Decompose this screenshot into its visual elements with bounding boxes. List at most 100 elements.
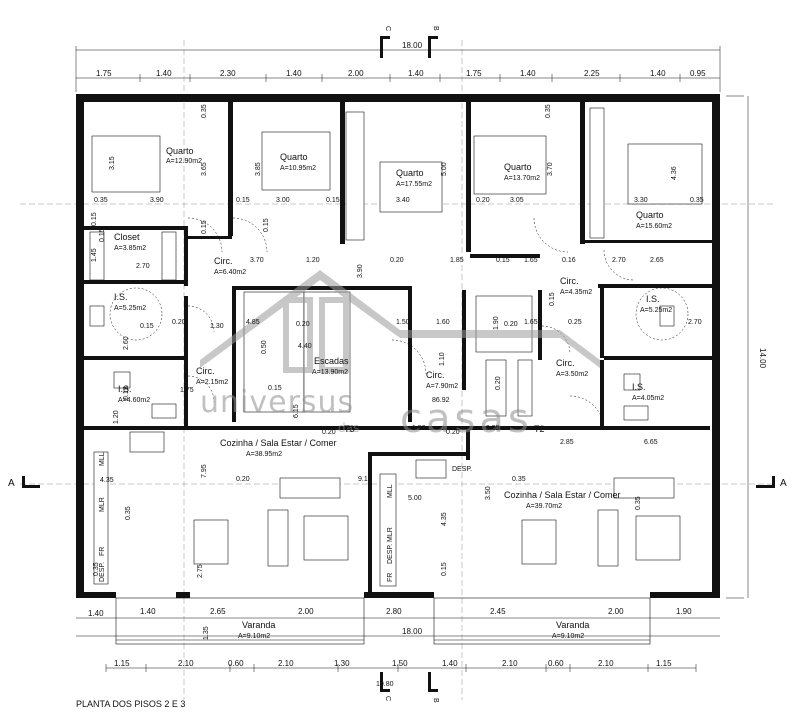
dim-bot1-7: 1.90 <box>676 607 692 616</box>
dim-bot2-1: 2.10 <box>178 659 194 668</box>
interior-dim-label: 0.15 <box>236 197 250 204</box>
section-c-top: C <box>384 26 391 31</box>
interior-dim-label: 1.10 <box>439 352 446 366</box>
room-name: I.S. <box>646 294 660 304</box>
section-c-bottom: C <box>384 696 391 701</box>
interior-dim-label: 1.60 <box>436 319 450 326</box>
interior-dim-label: 1.20 <box>306 257 320 264</box>
room-area: A=4.05m2 <box>632 395 664 402</box>
room-area: A=7.90m2 <box>426 383 458 390</box>
room-name: Quarto <box>504 162 532 172</box>
interior-dim-label: 3.05 <box>510 197 524 204</box>
dim-bot1-0: 1.40 <box>88 609 104 618</box>
interior-dim-label: 1.90 <box>493 316 500 330</box>
room-name: I.S. <box>632 382 646 392</box>
interior-dim-label: 0.20 <box>236 476 250 483</box>
interior-dim-label: 0.20 <box>390 257 404 264</box>
interior-dim-label: 2.70 <box>612 257 626 264</box>
dim-bot2-5: 1.50 <box>392 659 408 668</box>
interior-dim-label: 9.15 <box>358 476 372 483</box>
room-name: Circ. <box>556 358 575 368</box>
interior-dim-label: 0.15 <box>123 386 130 400</box>
dim-bot1-2: 2.65 <box>210 607 226 616</box>
room-name: Circ. <box>214 256 233 266</box>
interior-dim-label: 3.50 <box>485 486 492 500</box>
interior-dim-label: 0.35 <box>125 506 132 520</box>
interior-dim-label: 0.20 <box>476 197 490 204</box>
room-area: A=15.60m2 <box>636 223 672 230</box>
room-area: A=5.25m2 <box>114 305 146 312</box>
dim-bot2-9: 2.10 <box>598 659 614 668</box>
section-a-right: A <box>780 478 787 489</box>
dim-top-1: 1.40 <box>156 69 172 78</box>
interior-dim-label: 0.15 <box>441 562 448 576</box>
room-area: A=9.10m2 <box>238 633 270 640</box>
interior-dim-label: 3.70 <box>250 257 264 264</box>
interior-dim-label: 2.65 <box>650 257 664 264</box>
unit-t2: T2 <box>534 424 545 434</box>
interior-dim-label: 4.40 <box>298 343 312 350</box>
interior-dim-label: 0.50 <box>261 340 268 354</box>
interior-dim-label: 2.70 <box>688 319 702 326</box>
interior-dim-label: 1.30 <box>210 323 224 330</box>
interior-dim-label: 0.15 <box>496 257 510 264</box>
overall-bottom-mid: 10.80 <box>376 681 394 688</box>
room-labels: Quarto A=12.90m2 Quarto A=10.95m2 Quarto… <box>114 146 672 640</box>
interior-dim-label: 0.25 <box>568 319 582 326</box>
interior-dim-label: 3.55 <box>486 425 500 432</box>
appliance-fr: FR <box>99 547 106 556</box>
room-name: Quarto <box>166 146 194 156</box>
interior-dim-label: 1.45 <box>91 248 98 262</box>
room-area: A=13.90m2 <box>312 369 348 376</box>
room-name: Escadas <box>314 356 349 366</box>
interior-dim-label: 0.35 <box>93 562 100 576</box>
dim-top-6: 1.75 <box>466 69 482 78</box>
section-b-bottom: B <box>432 698 439 703</box>
interior-dim-label: 2.85 <box>560 439 574 446</box>
dim-bot1-6: 2.00 <box>608 607 624 616</box>
room-area: A=12.90m2 <box>166 158 202 165</box>
room-name: Circ. <box>196 366 215 376</box>
interior-dim-label: 3.85 <box>255 162 262 176</box>
interior-dim-label: 1.20 <box>113 410 120 424</box>
interior-dim-label: 0.35 <box>512 476 526 483</box>
interior-dim-label: 0.15 <box>268 385 282 392</box>
dim-bot2-7: 2.10 <box>502 659 518 668</box>
appliance-mlr: MLR <box>387 527 394 542</box>
interior-dim-label: 0.15 <box>549 292 556 306</box>
furniture <box>89 107 703 587</box>
interior-dim-label: 0.20 <box>495 376 502 390</box>
room-name: Circ. <box>560 276 579 286</box>
interior-dim-label: 0.15 <box>140 323 154 330</box>
dim-top-0: 1.75 <box>96 69 112 78</box>
interior-dim-label: 3.70 <box>547 162 554 176</box>
interior-dim-label: 0.20 <box>296 321 310 328</box>
room-name: Quarto <box>636 210 664 220</box>
section-b-top: B <box>432 26 439 31</box>
appliance-desp: DESP. <box>452 466 472 473</box>
room-name: I.S. <box>114 292 128 302</box>
interior-dim-label: 4.35 <box>441 512 448 526</box>
interior-dim-label: 0.35 <box>201 104 208 118</box>
interior-dim-label: 7.95 <box>201 464 208 478</box>
interior-dim-label: 1.50 <box>396 319 410 326</box>
dim-bot1-1: 1.40 <box>140 607 156 616</box>
interior-dim-label: 0.35 <box>94 197 108 204</box>
interior-dim-label: 3.65 <box>201 162 208 176</box>
dim-top-7: 1.40 <box>520 69 536 78</box>
dim-bot1-3: 2.00 <box>298 607 314 616</box>
dim-top-8: 2.25 <box>584 69 600 78</box>
interior-dim-label: 2.70 <box>136 263 150 270</box>
dim-top-2: 2.30 <box>220 69 236 78</box>
overall-bottom: 18.00 <box>402 627 423 636</box>
appliance-mll: MLL <box>99 452 106 466</box>
interior-dim-label: 1.65 <box>524 257 538 264</box>
room-area: A=4.60m2 <box>118 397 150 404</box>
interior-dim-label: 3.15 <box>109 156 116 170</box>
room-area: A=10.95m2 <box>280 165 316 172</box>
interior-dim-label: 0.15 <box>326 197 340 204</box>
interior-dim-label: 0.35 <box>635 496 642 510</box>
code-box: 86.92 <box>432 397 450 404</box>
dim-bot2-3: 2.10 <box>278 659 294 668</box>
room-area: A=17.55m2 <box>396 181 432 188</box>
